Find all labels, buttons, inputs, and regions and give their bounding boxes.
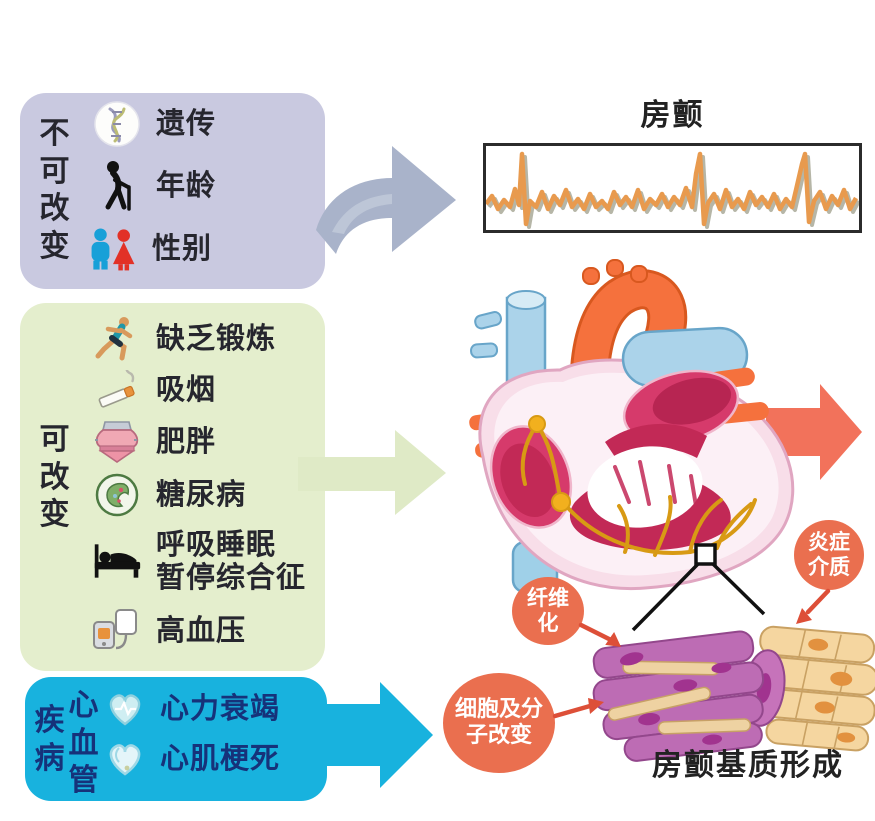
modifiable-flow-arrow	[298, 430, 446, 515]
non-modifiable-risk-box: 不可改变	[20, 93, 325, 289]
heart-output-arrow	[766, 384, 862, 480]
risk-item-diabetes: 糖尿病	[92, 472, 246, 518]
running-icon	[92, 316, 142, 362]
risk-item-genetics: 遗传	[92, 100, 216, 148]
risk-item-label: 呼吸睡眠 暂停综合征	[156, 527, 307, 595]
risk-item-sex: 性别	[88, 224, 212, 274]
cardiovascular-disease-box: 疾病 心血管	[25, 677, 327, 801]
gender-icon	[88, 224, 138, 274]
cellular-pointer-arrow	[552, 698, 604, 719]
fibrosis-pointer-arrow	[578, 622, 622, 648]
substrate-caption: 房颤基质形成	[652, 748, 844, 783]
risk-item-exercise: 缺乏锻炼	[92, 316, 276, 362]
diabetes-icon	[92, 472, 142, 518]
risk-item-label: 高血压	[156, 613, 247, 648]
cellular-change-badge: 细胞及分子改变	[443, 673, 555, 773]
cardiovascular-label: 心血管	[68, 688, 99, 798]
heart-failure-icon	[104, 690, 146, 728]
modifiable-risk-box: 可改变	[20, 303, 325, 671]
cigarette-icon	[92, 370, 142, 410]
non-modifiable-flow-arrow	[316, 146, 456, 254]
ecg-trace	[486, 151, 859, 229]
risk-item-label: 糖尿病	[156, 477, 247, 512]
risk-item-label: 肥胖	[156, 424, 217, 459]
blood-pressure-icon	[92, 608, 142, 654]
risk-item-obesity: 肥胖	[92, 420, 216, 464]
sleep-apnea-icon	[92, 540, 142, 582]
fibrosis-badge: 纤维化	[512, 577, 584, 645]
modifiable-label: 可改变	[39, 422, 70, 532]
non-modifiable-label: 不可改变	[39, 116, 70, 264]
disease-flow-arrow	[318, 682, 433, 788]
inflammation-badge: 炎症介质	[794, 520, 864, 590]
af-title: 房颤	[640, 98, 705, 133]
risk-item-sleep-apnea: 呼吸睡眠 暂停综合征	[92, 527, 307, 595]
risk-item-label: 年龄	[156, 168, 217, 203]
disease-label: 疾病	[34, 703, 65, 776]
obesity-icon	[92, 420, 142, 464]
risk-item-smoking: 吸烟	[92, 370, 216, 410]
risk-item-label: 缺乏锻炼	[156, 321, 277, 356]
risk-item-hypertension: 高血压	[92, 608, 246, 654]
risk-item-heart-failure: 心力衰竭	[104, 690, 280, 728]
heart-illustration	[469, 259, 795, 594]
atrial-tissue-illustration	[592, 625, 875, 762]
elderly-icon	[92, 160, 142, 212]
risk-item-label: 遗传	[156, 106, 217, 141]
inflammation-pointer-arrow	[796, 588, 831, 624]
risk-item-label: 性别	[152, 231, 213, 266]
dna-icon	[92, 100, 142, 148]
inflammation-badge-label: 炎症介质	[808, 529, 850, 579]
risk-item-label: 心肌梗死	[160, 741, 281, 776]
risk-item-age: 年龄	[92, 160, 216, 212]
cellular-change-badge-label: 细胞及分子改变	[454, 696, 543, 748]
zoom-callout-lines	[631, 543, 766, 632]
risk-item-label: 吸烟	[156, 372, 217, 407]
risk-item-label: 心力衰竭	[160, 691, 281, 726]
myocardial-infarction-icon	[104, 740, 146, 778]
risk-item-myocardial-infarction: 心肌梗死	[104, 740, 280, 778]
ecg-panel	[483, 143, 862, 233]
fibrosis-badge-label: 纤维化	[527, 585, 569, 635]
